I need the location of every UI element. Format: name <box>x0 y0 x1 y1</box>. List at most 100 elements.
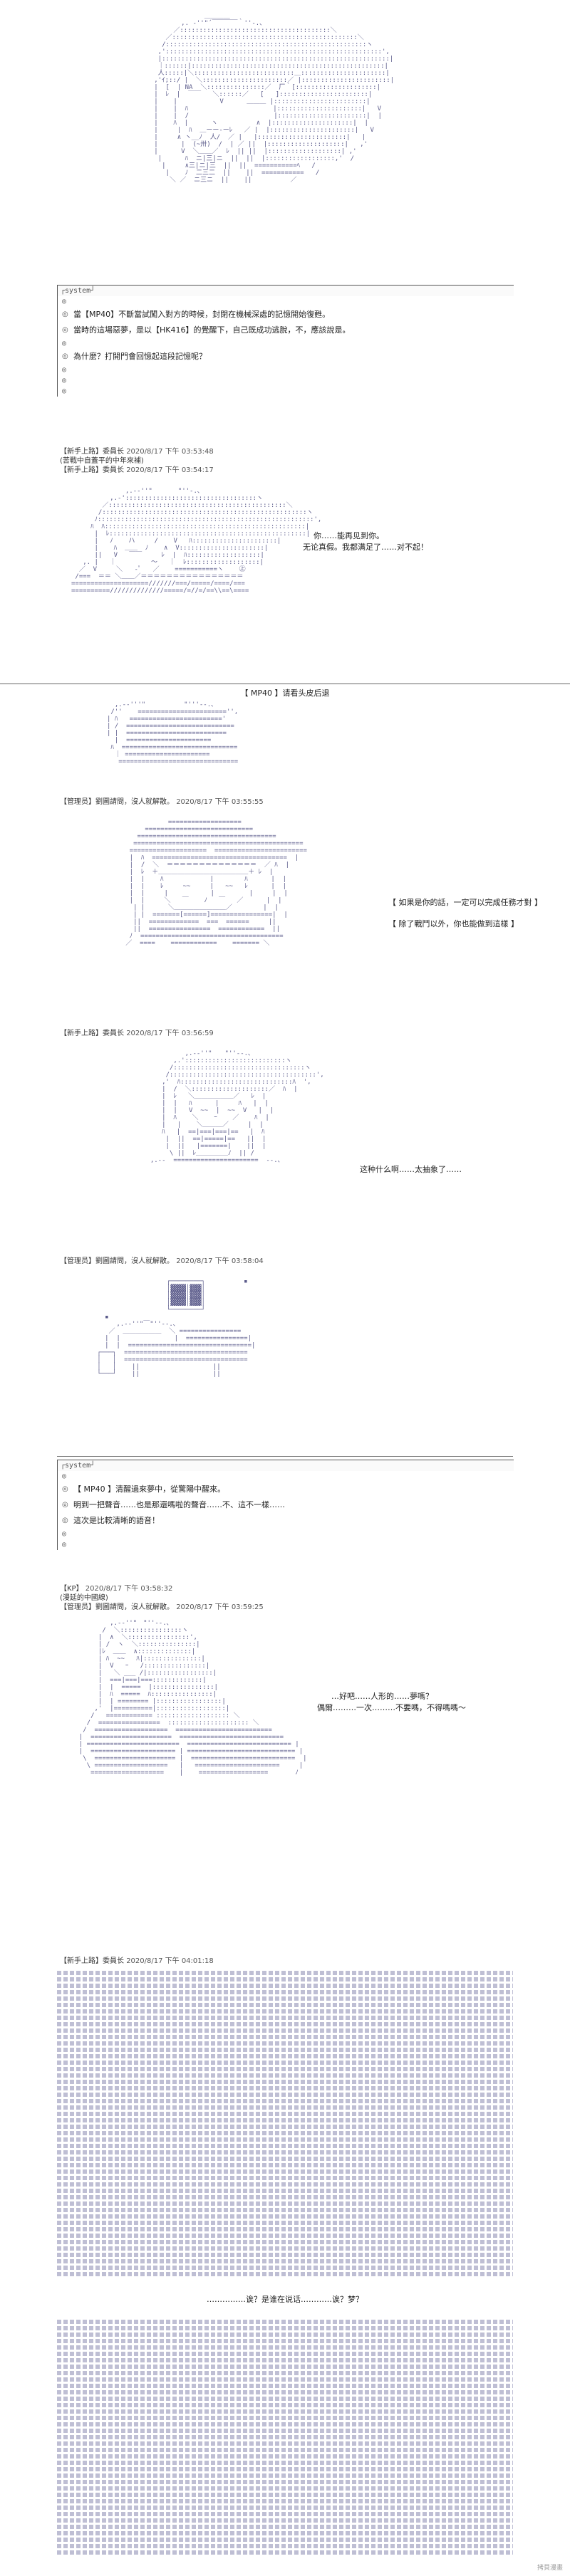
dotted-row <box>57 2259 513 2263</box>
system-line: 明到一把聲音……也是那還嗎啦的聲音……不、這不一樣…… <box>58 1497 514 1513</box>
system-spacer: ◎ <box>62 366 67 374</box>
dialogue-line: 偶爾………一次………不要嗎，不得嗎嗎～ <box>317 1703 466 1712</box>
dotted-row <box>57 2272 513 2276</box>
post-time: 2020/8/17 下午 03:55:55 <box>176 798 264 806</box>
post-meta: 【新手上路】委員长 2020/8/17 下午 03:53:48 (苦戰中自蓋平的… <box>60 447 214 475</box>
dotted-row <box>57 2512 513 2516</box>
dotted-row <box>57 2518 513 2523</box>
dotted-row <box>57 2150 513 2154</box>
dotted-row <box>57 2253 513 2257</box>
dotted-row <box>57 2201 513 2206</box>
system-spacer: ◎ <box>62 298 67 305</box>
dotted-row <box>57 2022 513 2026</box>
post-time: 2020/8/17 下午 03:53:48 <box>126 448 214 456</box>
post-user: 【管理员】 <box>60 798 95 806</box>
dotted-row <box>57 2499 513 2503</box>
dotted-row <box>57 2137 513 2142</box>
dotted-row <box>57 2048 513 2052</box>
post-user: 【KP】 <box>60 1585 83 1593</box>
dotted-row <box>57 2352 513 2356</box>
dotted-row <box>57 2125 513 2129</box>
post-time: 2020/8/17 下午 03:58:04 <box>176 1257 264 1265</box>
dotted-row <box>57 2118 513 2122</box>
ascii-art-room: ┌────────┐ ▪ │▓▓▓▓│▓▓▓│ │▓▓▓▓│▓▓▓│ │▓▓▓▓… <box>97 1278 256 1378</box>
dotted-row <box>57 2157 513 2161</box>
dotted-row <box>57 2028 513 2033</box>
dotted-row <box>57 2035 513 2039</box>
dotted-row <box>57 2538 513 2542</box>
dialogue-line: 【 除了戰鬥以外，你也能做到這樣 】 <box>388 919 519 928</box>
post-time: 2020/8/17 下午 03:56:59 <box>126 1030 214 1037</box>
dotted-row <box>57 2061 513 2065</box>
dotted-row <box>57 2214 513 2219</box>
system-box: ┌system┘ ◎ 【 MP40 】清醒過來夢中，從驚陽中醒來。 明到一把聲音… <box>57 1460 514 1550</box>
dotted-row <box>57 2371 513 2375</box>
dotted-row <box>57 2099 513 2103</box>
dotted-row <box>57 2486 513 2491</box>
dotted-row <box>57 2163 513 2167</box>
dotted-row <box>57 2435 513 2439</box>
post-meta: 【KP】 2020/8/17 下午 03:58:32 (漫延的中國線) 【管理员… <box>60 1584 264 1612</box>
dotted-row <box>57 2544 513 2548</box>
post-name: 委員长 <box>103 448 124 456</box>
dotted-row <box>57 2176 513 2180</box>
caption-banner: 【 MP40 】请看头皮后退 <box>0 684 570 698</box>
dotted-row <box>57 2416 513 2420</box>
system-line: 【 MP40 】清醒過來夢中，從驚陽中醒來。 <box>58 1482 514 1497</box>
dotted-row <box>57 2345 513 2350</box>
dotted-row <box>57 2112 513 2116</box>
dialogue: 你……能再见到你。 无论真假。我都满足了……对不起！ <box>303 530 428 553</box>
dotted-row <box>57 2208 513 2212</box>
dotted-row <box>57 2246 513 2251</box>
ascii-art-girl-2: ,.-‐''"￣￣￣￣"''‐.､ ,.‐'::::::::::::::::::… <box>71 488 322 595</box>
dotted-row <box>57 2320 513 2324</box>
dotted-row <box>57 2525 513 2529</box>
dotted-row <box>57 2390 513 2394</box>
dotted-background-top <box>57 1971 513 2278</box>
dotted-row <box>57 1984 513 1988</box>
post-user: (漫延的中國線) <box>60 1594 108 1602</box>
dotted-row <box>57 2234 513 2238</box>
dotted-row <box>57 2009 513 2014</box>
post-time: 2020/8/17 下午 03:58:32 <box>85 1585 173 1593</box>
dotted-row <box>57 2461 513 2465</box>
post-name: 委員长 <box>103 1030 124 1037</box>
dotted-row <box>57 2441 513 2446</box>
dialogue-line: ……………诶？是谁在说话…………诶？梦？ <box>207 2295 363 2304</box>
dotted-row <box>57 2073 513 2078</box>
dotted-row <box>57 2016 513 2020</box>
post-user: (苦戰中自蓋平的中年來補) <box>60 457 144 465</box>
ascii-art-girl-5: ,.-‐''"￣"''‐-.､ / ＼::::::::::::::::ヽ | ∧… <box>78 1620 307 1776</box>
post-user: 【新手上路】 <box>60 448 103 456</box>
post-meta: 【管理员】劉圖請問，沒人就解散。 2020/8/17 下午 03:58:04 <box>60 1257 264 1266</box>
dotted-row <box>57 2467 513 2471</box>
system-line: 當時的這場惡夢，是以【HK416】的覺醒下，自己既成功逃脫，不，應該說是。 <box>58 323 514 338</box>
system-box: ┌system┘ ◎ 當【MP40】不斷當試闖入對方的時候，封閉在機械深處的記憶… <box>57 285 514 397</box>
dotted-row <box>57 2067 513 2071</box>
ascii-art-girl-1: ＿＿＿＿ ,. ‐''"´￣￣￣￣｀''‐.､ ／:::::::::::::::… <box>154 13 395 184</box>
dotted-row <box>57 2131 513 2135</box>
post-name: 委員长 <box>103 1957 124 1965</box>
system-line: 這次是比較清晰的語音！ <box>58 1513 514 1529</box>
dialogue-line: …好吧……人形的……夢嗎？ <box>331 1692 433 1701</box>
dotted-row <box>57 2003 513 2007</box>
post-meta: 【新手上路】委員长 2020/8/17 下午 03:56:59 <box>60 1029 214 1038</box>
dotted-row <box>57 2221 513 2225</box>
dotted-row <box>57 2473 513 2478</box>
dotted-row <box>57 2493 513 2497</box>
dotted-row <box>57 2189 513 2193</box>
post-time: 2020/8/17 下午 03:54:17 <box>126 466 214 474</box>
dotted-background-bottom <box>57 2320 513 2557</box>
dotted-row <box>57 2093 513 2097</box>
post-name: 劉圖請問，沒人就解散。 <box>95 1257 174 1265</box>
dotted-row <box>57 2365 513 2369</box>
post-user: 【新手上路】 <box>60 466 103 474</box>
post-name: 劉圖請問，沒人就解散。 <box>95 798 174 806</box>
dotted-row <box>57 2397 513 2401</box>
dotted-row <box>57 2429 513 2433</box>
ascii-art-girl-3: =================== ====================… <box>125 819 307 947</box>
dotted-row <box>57 2182 513 2187</box>
dotted-row <box>57 2332 513 2337</box>
system-spacer: ◎ <box>62 377 67 384</box>
post-time: 2020/8/17 下午 03:59:25 <box>176 1603 264 1611</box>
